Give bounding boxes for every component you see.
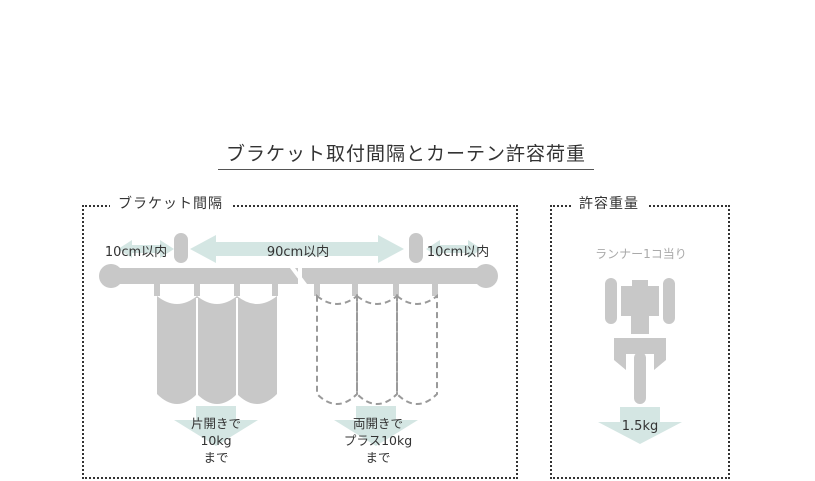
runner-weight: 1.5kg — [622, 419, 658, 434]
middle-gap-arrow — [190, 235, 404, 263]
one-way-line-2: 10kg — [200, 433, 231, 448]
two-way-line-3: まで — [365, 450, 390, 465]
left-gap-arrow — [118, 240, 174, 258]
runner-hook — [432, 284, 438, 296]
two-way-line-2: プラス10kg — [344, 433, 412, 448]
runner-hook — [272, 284, 278, 296]
one-way-line-3: まで — [203, 450, 228, 465]
allowable-weight-label: 許容重量 — [571, 194, 647, 214]
curtain-fold — [237, 296, 277, 404]
runner-hook — [314, 284, 320, 296]
bracket-spacing-panel — [82, 205, 518, 479]
one-way-load-arrow — [174, 406, 258, 446]
rail-break — [289, 264, 308, 288]
left-gap-label: 10cm以内 — [105, 244, 167, 260]
middle-gap-label: 90cm以内 — [267, 244, 329, 260]
bracket-left — [174, 233, 188, 263]
rail-end-right — [474, 264, 498, 288]
curtain-fold — [157, 296, 197, 404]
two-way-line-1: 両開きで — [353, 416, 403, 431]
right-gap-arrow — [426, 240, 482, 258]
curtain-fold — [197, 296, 237, 404]
runner-hook — [393, 284, 399, 296]
runner-hook — [194, 284, 200, 296]
runner-hook — [234, 284, 240, 296]
rail-right-section — [302, 268, 486, 284]
diagram-title: ブラケット取付間隔とカーテン許容荷重 — [218, 141, 594, 170]
right-gap-label: 10cm以内 — [427, 244, 489, 260]
two-way-load-arrow — [334, 406, 418, 446]
runner-load-arrow — [598, 407, 682, 444]
dashed-curtain-fold — [396, 293, 438, 405]
one-way-line-1: 片開きで — [191, 416, 241, 431]
dashed-curtain-fold — [316, 293, 358, 405]
runner-hook — [352, 284, 358, 296]
bracket-spacing-label: ブラケット間隔 — [110, 194, 231, 214]
dashed-curtain-fold — [356, 293, 398, 405]
runner-hook — [154, 284, 160, 296]
runner-label: ランナー1コ当り — [595, 247, 687, 261]
bracket-right — [409, 233, 423, 263]
rail-end-left — [99, 264, 123, 288]
runner-icon — [605, 278, 675, 404]
rail-left-section — [112, 268, 298, 284]
